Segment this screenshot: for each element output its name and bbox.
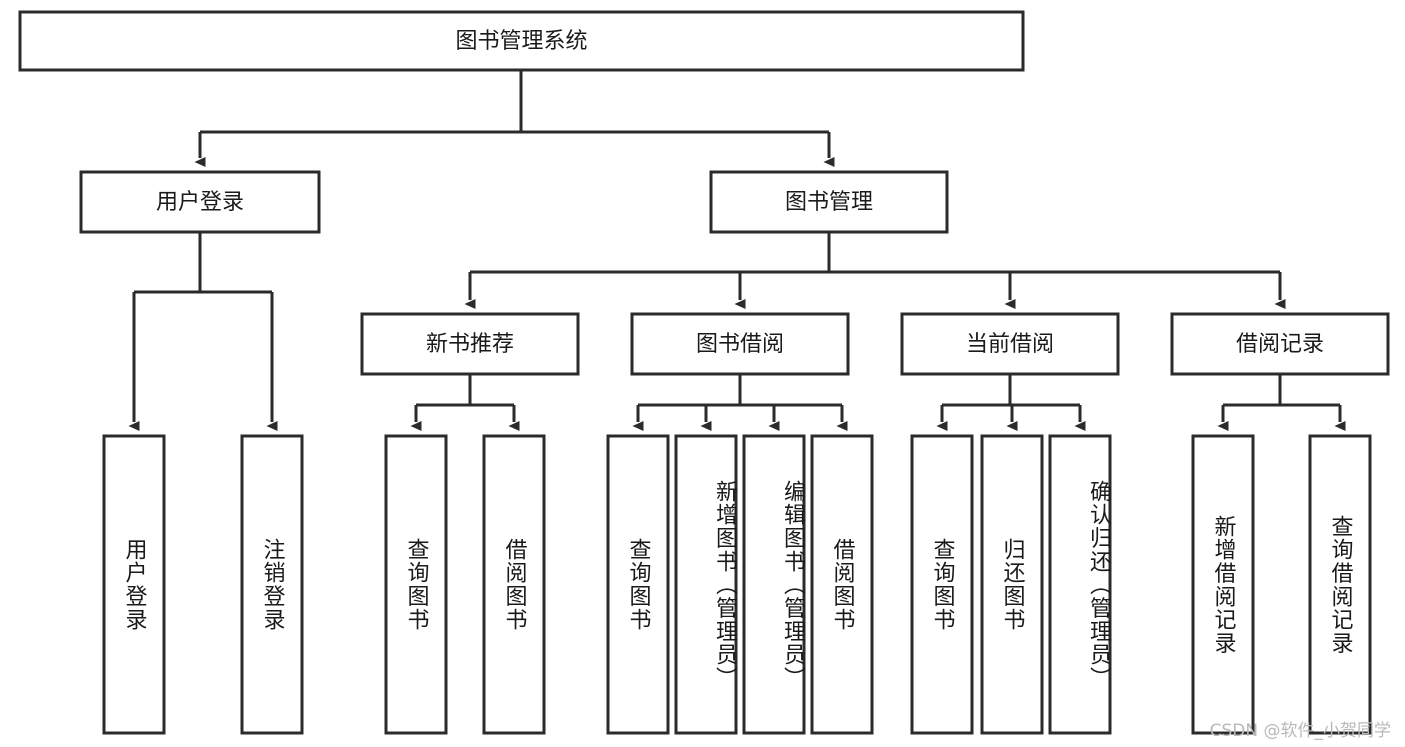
node-box-leaf-query-book-borrow[interactable] — [606, 434, 670, 735]
node-label-current-borrow: 当前借阅 — [966, 332, 1054, 357]
connector-group-new-book-recommend — [410, 374, 520, 431]
node-box-leaf-add-book[interactable] — [674, 434, 738, 735]
node-box-user-login[interactable] — [79, 170, 321, 234]
node-label-user-login: 用户登录 — [156, 190, 244, 215]
connector-group-book-management — [464, 232, 1286, 309]
connector-group-root — [194, 70, 835, 167]
node-label-book-borrow: 图书借阅 — [696, 332, 784, 357]
node-box-leaf-query-borrow-record[interactable] — [1308, 434, 1372, 735]
node-label-new-book-recommend: 新书推荐 — [426, 332, 514, 357]
node-box-book-borrow[interactable] — [630, 312, 850, 376]
node-label-borrow-record: 借阅记录 — [1236, 332, 1324, 357]
node-box-leaf-add-borrow-record[interactable] — [1191, 434, 1255, 735]
connector-group-user-login — [128, 232, 278, 431]
connector-group-current-borrow — [936, 374, 1086, 431]
node-box-borrow-record[interactable] — [1170, 312, 1390, 376]
node-box-leaf-query-book-current[interactable] — [910, 434, 974, 735]
node-box-leaf-user-login[interactable] — [102, 434, 166, 735]
node-box-leaf-return-book[interactable] — [980, 434, 1044, 735]
node-box-leaf-query-book-recommend[interactable] — [384, 434, 448, 735]
node-box-new-book-recommend[interactable] — [360, 312, 580, 376]
node-box-leaf-confirm-return[interactable] — [1048, 434, 1112, 735]
node-label-root: 图书管理系统 — [455, 29, 587, 54]
connector-group-borrow-record — [1217, 374, 1346, 431]
node-label-book-management: 图书管理 — [785, 190, 873, 215]
node-box-book-management[interactable] — [709, 170, 949, 234]
node-box-leaf-borrow-book-recommend[interactable] — [482, 434, 546, 735]
connector-group-book-borrow — [632, 374, 848, 431]
node-box-current-borrow[interactable] — [900, 312, 1120, 376]
node-box-leaf-borrow-book[interactable] — [810, 434, 874, 735]
node-box-leaf-logout[interactable] — [240, 434, 304, 735]
node-box-root[interactable] — [18, 10, 1025, 72]
node-box-leaf-edit-book[interactable] — [742, 434, 806, 735]
